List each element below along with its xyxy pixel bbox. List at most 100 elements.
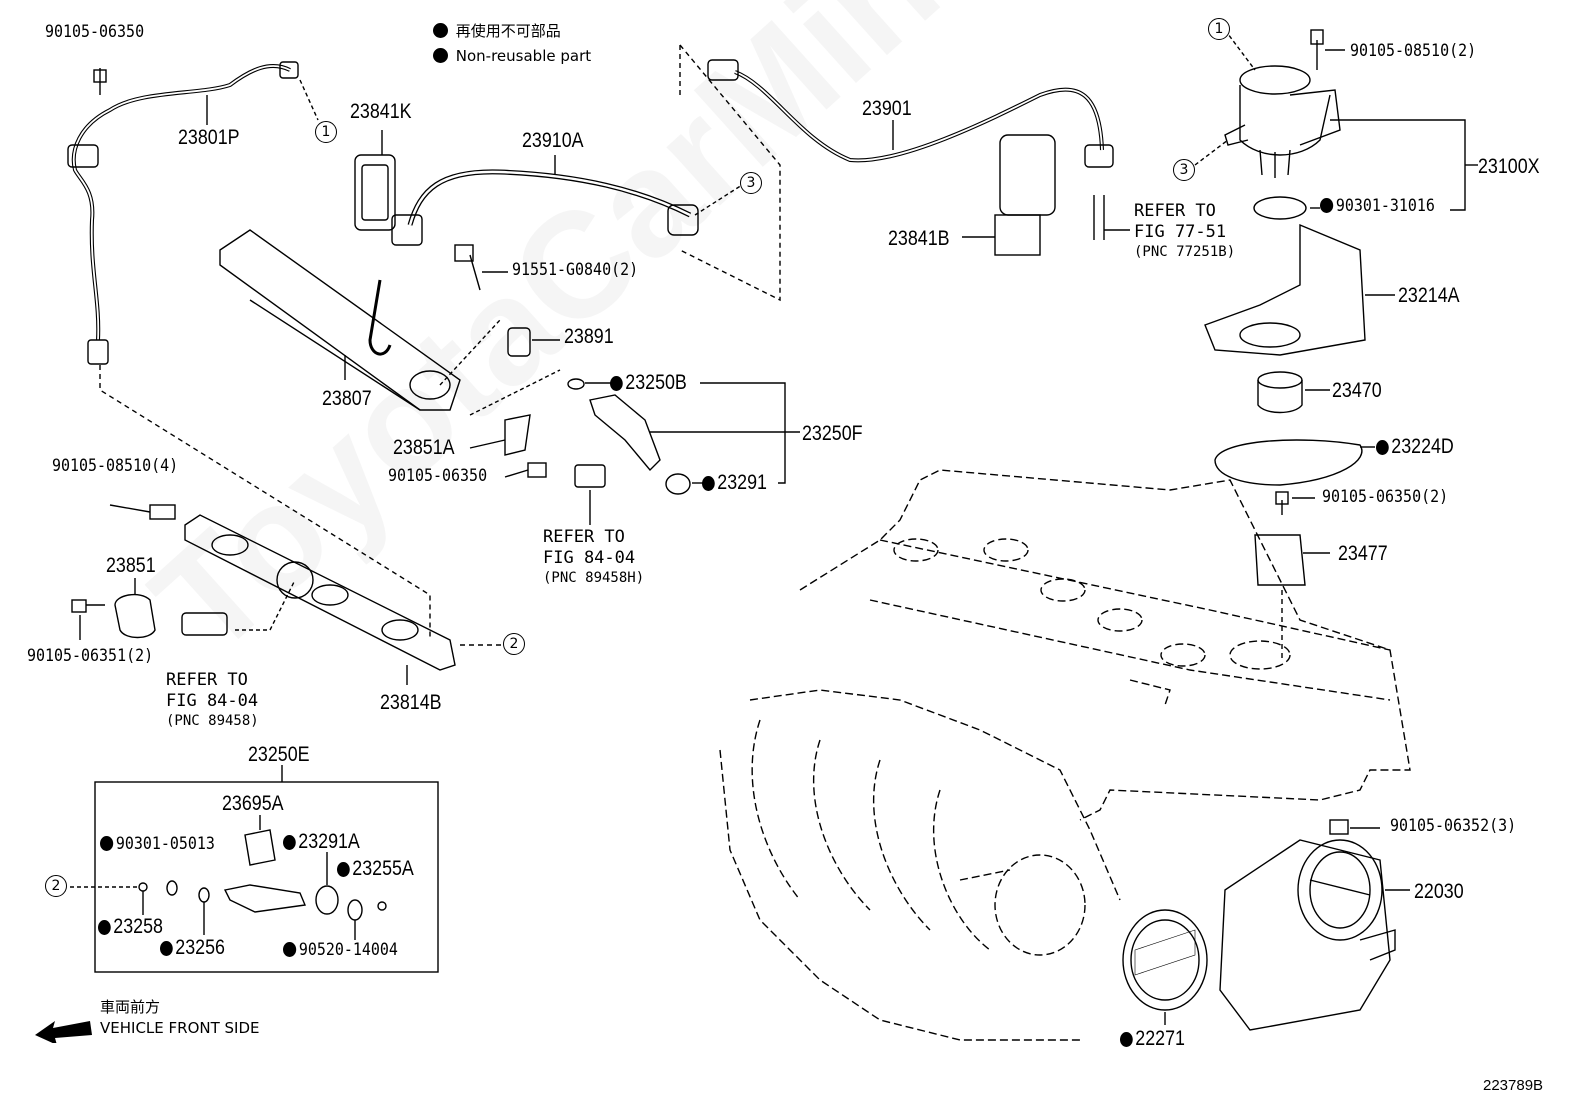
part-label: 23695A	[222, 792, 284, 815]
connector-23841K	[354, 130, 396, 231]
refer-line: (PNC 89458)	[166, 712, 259, 729]
part-label: 23291A	[283, 831, 360, 852]
part-label: 23250E	[248, 743, 310, 766]
callout-2: 2	[503, 633, 525, 655]
part-label: 90520-14004	[283, 942, 398, 959]
filled-dot-icon	[337, 862, 350, 877]
part-label: 23891	[564, 325, 614, 348]
part-label: 23214A	[1398, 284, 1460, 307]
part-label: 90105-06351(2)	[27, 646, 154, 666]
refer-note: REFER TO FIG 84-04 (PNC 89458H)	[543, 527, 644, 587]
filled-dot-icon	[283, 835, 296, 850]
part-label: 90105-08510(4)	[52, 456, 179, 476]
part-label: 23250F	[802, 422, 863, 445]
callout-3: 3	[1173, 159, 1195, 181]
bolt-icon	[149, 504, 176, 520]
refer-line: REFER TO	[1134, 201, 1216, 221]
part-label: 23841K	[350, 100, 412, 123]
refer-note: REFER TO FIG 84-04 (PNC 89458)	[166, 670, 259, 730]
bolt-icon	[93, 69, 107, 83]
hose-23910A	[391, 155, 743, 246]
part-number: 23250B	[625, 371, 687, 394]
part-label: 23901	[862, 97, 912, 120]
filled-dot-icon	[702, 476, 715, 491]
injector-rail-23814B	[184, 514, 456, 685]
part-number: 23291A	[298, 830, 360, 853]
part-label: 23851	[106, 554, 156, 577]
callout-1: 1	[1208, 18, 1230, 40]
refer-line: FIG 84-04	[166, 691, 259, 712]
filled-dot-icon	[433, 48, 448, 63]
part-label: 22030	[1414, 880, 1464, 903]
bolt-icon	[454, 244, 474, 262]
fuel-pipe-23801P	[67, 61, 299, 365]
kit-23250E-box	[94, 781, 439, 973]
filled-dot-icon	[1320, 198, 1334, 213]
callout-2: 2	[45, 875, 67, 897]
legend-en: Non-reusable part	[433, 48, 591, 64]
part-label: 90301-05013	[100, 836, 215, 853]
engine-outline	[719, 469, 1411, 1041]
bracket-23214A	[1204, 223, 1395, 356]
part-label: 23470	[1332, 379, 1382, 402]
gasket-23224D	[1214, 439, 1375, 486]
callout-3: 3	[740, 172, 762, 194]
vsv-23841B	[962, 134, 1056, 256]
part-label: 23256	[160, 937, 225, 958]
part-number: 90301-31016	[1335, 196, 1435, 216]
part-label: 23801P	[178, 126, 240, 149]
part-number: 22271	[1135, 1027, 1185, 1050]
housing-23477	[1254, 534, 1330, 586]
fuel-pump-23100X	[1224, 65, 1341, 178]
refer-line: FIG 84-04	[543, 548, 636, 569]
part-number: 23256	[175, 936, 225, 959]
sensor-89458	[181, 612, 228, 636]
part-number: 23255A	[352, 857, 414, 880]
injector-kit-parts	[70, 815, 387, 940]
part-label: 90105-06350	[388, 466, 488, 486]
gasket-22271	[1122, 909, 1208, 1025]
sensor-23851	[114, 578, 156, 639]
part-label: 23258	[98, 916, 163, 937]
delivery-pipe-23807	[219, 229, 461, 411]
o-ring	[1253, 196, 1307, 220]
filled-dot-icon	[610, 376, 623, 391]
refer-line: (PNC 77251B)	[1134, 243, 1236, 260]
part-number: 90520-14004	[298, 940, 398, 960]
bolt-icon	[1310, 29, 1324, 45]
plate-23851A	[504, 414, 531, 456]
part-label: 23851A	[393, 436, 455, 459]
part-number: 23291	[717, 471, 767, 494]
bolt-icon	[71, 599, 87, 613]
part-label: 90301-31016	[1320, 198, 1435, 215]
part-number: 23258	[113, 915, 163, 938]
legend-jp-text: 再使用不可部品	[455, 22, 561, 40]
filled-dot-icon	[283, 942, 297, 957]
collar-23891	[507, 327, 531, 357]
figure-id: 223789B	[1483, 1077, 1544, 1094]
legend-en-text: Non-reusable part	[455, 47, 592, 65]
filled-dot-icon	[1120, 1032, 1133, 1047]
part-label: 22271	[1120, 1028, 1185, 1049]
refer-line: REFER TO	[543, 527, 625, 547]
part-number: 23224D	[1391, 435, 1454, 458]
part-label: 23255A	[337, 858, 414, 879]
callout-1: 1	[315, 121, 337, 143]
part-label: 23250B	[610, 372, 687, 393]
legend-jp: 再使用不可部品	[433, 23, 561, 39]
refer-line: REFER TO	[166, 670, 248, 690]
filled-dot-icon	[100, 836, 114, 851]
part-label: 23291	[702, 472, 767, 493]
part-label: 23224D	[1376, 436, 1454, 457]
refer-line: FIG 77-51	[1134, 222, 1227, 243]
part-label: 90105-06350(2)	[1322, 487, 1449, 507]
bolt-icon	[527, 462, 547, 478]
filled-dot-icon	[160, 941, 173, 956]
part-label: 23841B	[888, 227, 950, 250]
bolt-icon	[1329, 819, 1349, 835]
part-label: 90105-06350	[45, 22, 145, 42]
refer-line: (PNC 89458H)	[543, 569, 645, 586]
part-number: 90301-05013	[115, 834, 215, 854]
bolt-icon	[1275, 491, 1289, 505]
